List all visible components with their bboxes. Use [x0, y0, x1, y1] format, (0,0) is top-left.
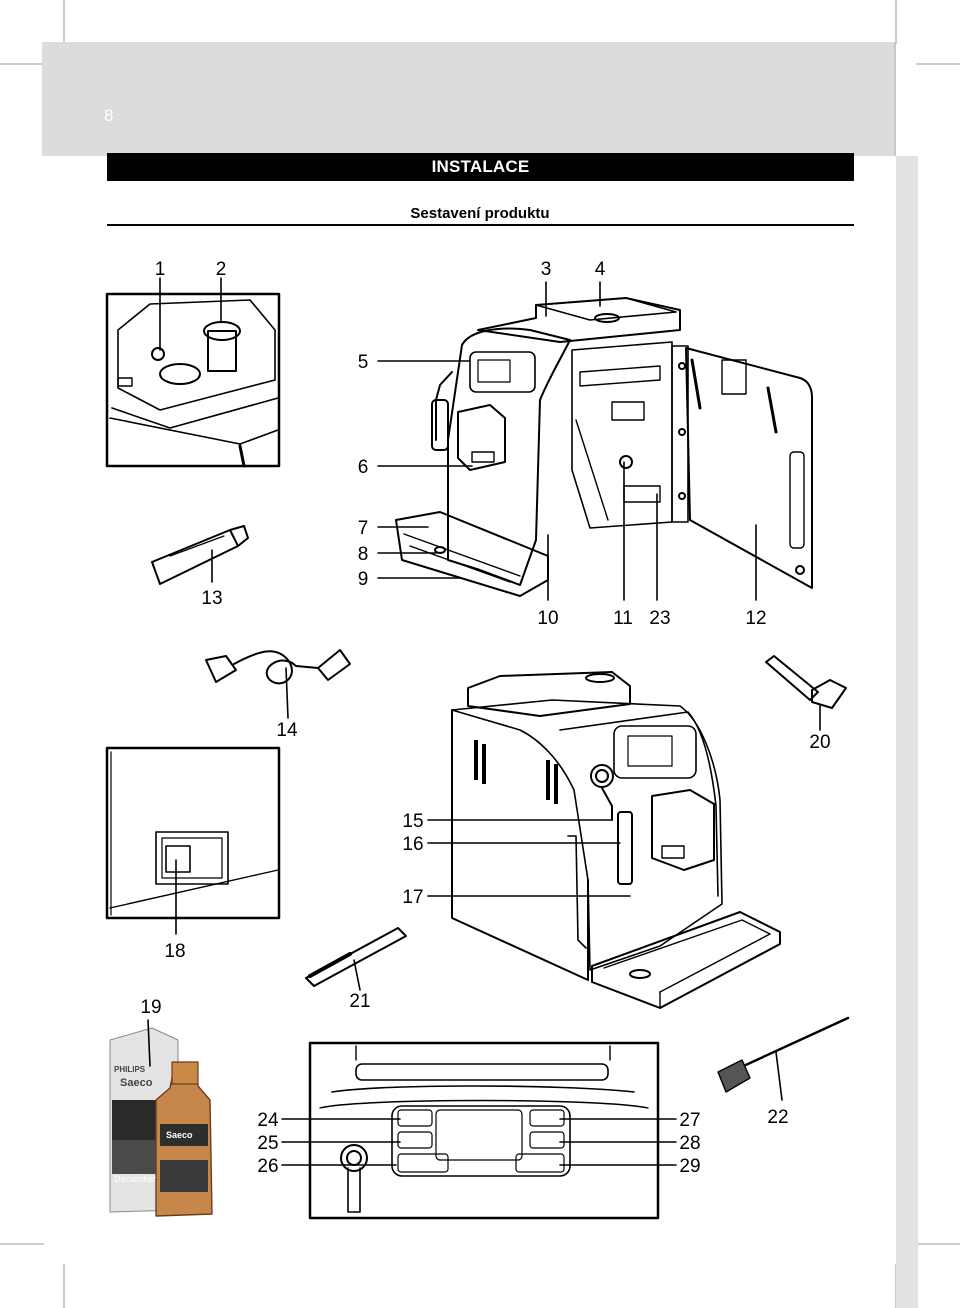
callout-24: 24: [257, 1110, 279, 1131]
power-cord: [205, 649, 351, 719]
right-band-edge: [894, 42, 896, 156]
test-strip: [305, 927, 407, 991]
package-brand-saeco: Saeco: [120, 1077, 153, 1089]
leader-lines-panel: [281, 1118, 677, 1166]
socket-detail: [105, 746, 281, 935]
callout-17: 17: [402, 887, 423, 908]
callout-14: 14: [276, 720, 298, 741]
leader-lines-top: [159, 277, 757, 601]
water-tank-detail: [105, 292, 281, 468]
section-title: INSTALACE: [431, 157, 530, 176]
callout-27: 27: [679, 1110, 700, 1131]
bottle-brand: Saeco: [166, 1130, 193, 1140]
right-page-band: [896, 156, 918, 1308]
page-number: 8: [104, 106, 114, 125]
control-panel-detail: [308, 1041, 660, 1220]
callout-25: 25: [257, 1133, 278, 1154]
callout-28: 28: [679, 1133, 700, 1154]
callout-29: 29: [679, 1156, 700, 1177]
decalcifier-package: [109, 1019, 213, 1217]
callout-3: 3: [541, 259, 552, 280]
callout-11: 11: [613, 608, 633, 629]
callout-1: 1: [155, 259, 166, 280]
callout-13: 13: [201, 588, 222, 609]
package-product: Decalcifier: [114, 1174, 156, 1184]
callout-18: 18: [164, 941, 185, 962]
callout-20: 20: [809, 732, 830, 753]
callout-9: 9: [358, 569, 369, 590]
section-header-bar: INSTALACE: [107, 153, 854, 181]
callout-23: 23: [649, 608, 670, 629]
package-print: PHILIPS Saeco Decalcifier Saeco: [114, 1065, 193, 1184]
package-brand: PHILIPS: [114, 1065, 146, 1074]
callout-15: 15: [402, 811, 423, 832]
callout-16: 16: [402, 834, 423, 855]
subsection-rule: [107, 224, 854, 226]
machine-open-view: [395, 297, 813, 597]
callout-4: 4: [595, 259, 606, 280]
grease-tube: [151, 525, 249, 585]
callout-labels: 1 2 3 4 5 6 7 8 9 10 11 23 12 13 14 20 1…: [140, 259, 830, 1177]
callout-6: 6: [358, 457, 369, 478]
cleaning-brush: [717, 1016, 850, 1101]
callout-26: 26: [257, 1156, 278, 1177]
leader-lines-front: [427, 819, 631, 897]
callout-22: 22: [767, 1107, 788, 1128]
callout-7: 7: [358, 518, 369, 539]
callout-2: 2: [216, 259, 227, 280]
callout-21: 21: [349, 991, 370, 1012]
callout-12: 12: [745, 608, 766, 629]
callout-10: 10: [537, 608, 558, 629]
callout-5: 5: [358, 352, 369, 373]
machine-front-view: [451, 671, 781, 1009]
subsection-title: Sestavení produktu: [410, 205, 550, 222]
callout-19: 19: [140, 997, 161, 1018]
callout-8: 8: [358, 544, 369, 565]
header-band: [42, 42, 894, 156]
coffee-scoop: [765, 655, 847, 731]
